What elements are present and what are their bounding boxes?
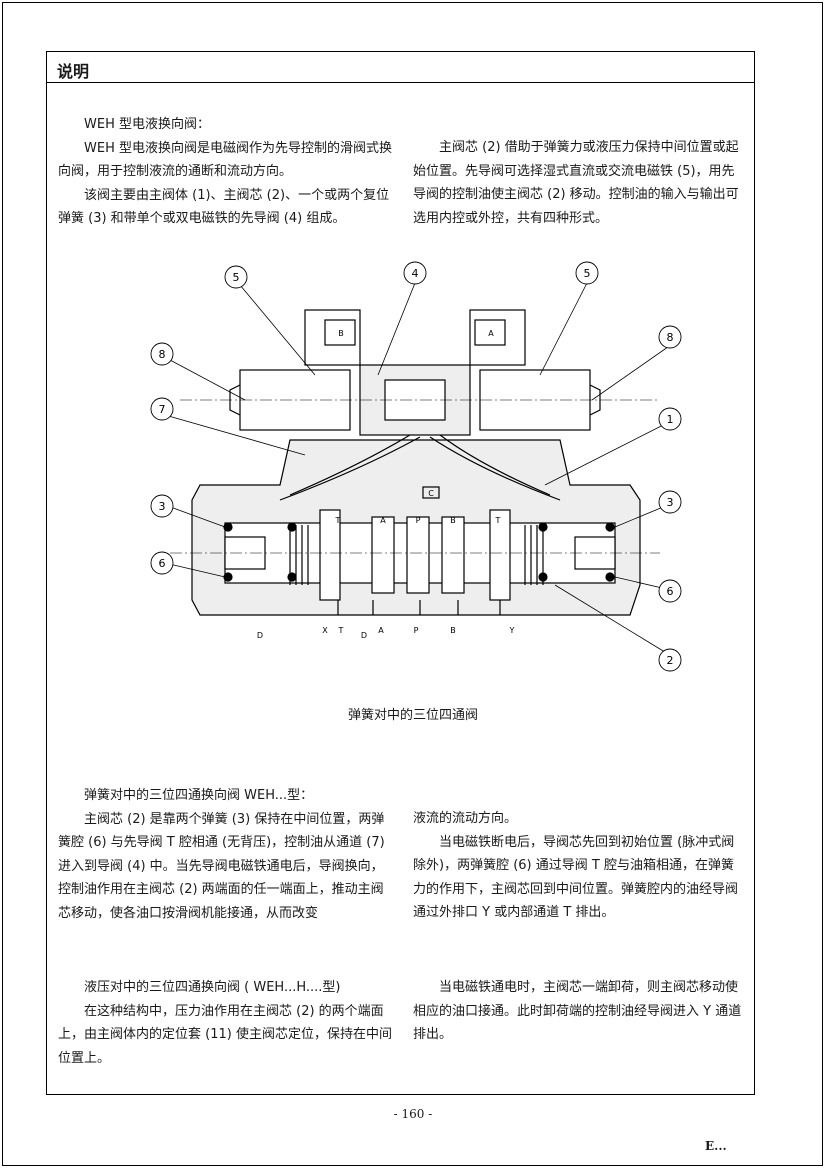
intro-right-column: 主阀芯 (2) 借助于弹簧力或液压力保持中间位置或起始位置。先导阀可选择湿式直流… [413, 136, 743, 230]
chamber-label-p: P [416, 516, 421, 525]
header-bar: 说明 [47, 52, 754, 83]
callout-4: 4 [412, 267, 419, 280]
port-label-y: Y [509, 626, 515, 635]
chamber-label-a: A [380, 516, 386, 525]
intro-left-paragraph-1: WEH 型电液换向阀是电磁阀作为先导控制的滑阀式换向阀，用于控制液流的通断和流动… [58, 140, 392, 180]
solenoid-label-b: B [338, 329, 344, 338]
hydraulic-right-column: 当电磁铁通电时，主阀芯一端卸荷，则主阀芯移动使相应的油口接通。此时卸荷端的控制油… [413, 976, 743, 1047]
spring-left-column: 弹簧对中的三位四通换向阀 WEH...型： 主阀芯 (2) 是靠两个弹簧 (3)… [58, 784, 392, 925]
chamber-label-t-right: T [495, 516, 501, 525]
content-frame: 说明 [46, 51, 755, 1095]
hydraulic-right-paragraph-1: 当电磁铁通电时，主阀芯一端卸荷，则主阀芯移动使相应的油口接通。此时卸荷端的控制油… [413, 980, 742, 1042]
diagram-caption: 弹簧对中的三位四通阀 [347, 708, 478, 723]
page-number: - 160 - [393, 1107, 433, 1121]
spring-right-paragraph-2: 当电磁铁断电后，导阀芯先回到初始位置 (脉冲式阀除外)，两弹簧腔 (6) 通过导… [413, 834, 739, 921]
intro-right-paragraph-1: 主阀芯 (2) 借助于弹簧力或液压力保持中间位置或起始位置。先导阀可选择湿式直流… [413, 140, 739, 226]
intro-heading: WEH 型电液换向阀： [84, 117, 210, 132]
callout-8-right: 8 [667, 331, 674, 344]
intro-left-column: WEH 型电液换向阀： WEH 型电液换向阀是电磁阀作为先导控制的滑阀式换向阀，… [58, 113, 392, 231]
callout-1: 1 [667, 413, 674, 426]
hydraulic-heading: 液压对中的三位四通换向阀 ( WEH...H....型) [84, 980, 341, 995]
chamber-label-t-left: T [335, 516, 341, 525]
spring-left-paragraph-1: 主阀芯 (2) 是靠两个弹簧 (3) 保持在中间位置，两弹簧腔 (6) 与先导阀… [58, 811, 385, 921]
hydraulic-left-paragraph-1: 在这种结构中，压力油作用在主阀芯 (2) 的两个端面上，由主阀体内的定位套 (1… [58, 1003, 392, 1066]
port-label-d-right: D [361, 631, 367, 640]
callout-5-right: 5 [584, 267, 591, 280]
corner-mark: E... [705, 1139, 727, 1153]
valve-cross-section-diagram: 5 4 5 8 8 7 1 3 3 6 6 2 B A T A P B T C … [150, 261, 682, 672]
callout-7: 7 [159, 403, 166, 416]
spring-right-column: 液流的流动方向。 当电磁铁断电后，导阀芯先回到初始位置 (脉冲式阀除外)，两弹簧… [413, 807, 743, 925]
spring-heading: 弹簧对中的三位四通换向阀 WEH...型： [84, 788, 314, 803]
intro-left-paragraph-2: 该阀主要由主阀体 (1)、主阀芯 (2)、一个或两个复位弹簧 (3) 和带单个或… [58, 187, 390, 227]
port-label-d-left: D [257, 631, 263, 640]
port-label-t: T [338, 626, 344, 635]
channel-label-c: C [428, 489, 434, 498]
section-title: 说明 [57, 62, 90, 81]
spring-right-paragraph-1: 液流的流动方向。 [413, 811, 518, 826]
callout-2: 2 [667, 654, 674, 667]
chamber-label-b: B [450, 516, 456, 525]
callout-8-left: 8 [159, 348, 166, 361]
callout-6-left: 6 [159, 557, 166, 570]
solenoid-label-a: A [488, 329, 494, 338]
hydraulic-left-column: 液压对中的三位四通换向阀 ( WEH...H....型) 在这种结构中，压力油作… [58, 976, 392, 1070]
callout-3-left: 3 [159, 500, 166, 513]
port-label-a: A [378, 626, 384, 635]
callout-3-right: 3 [667, 496, 674, 509]
port-label-b: B [450, 626, 456, 635]
port-label-x: X [322, 626, 328, 635]
callout-6-right: 6 [667, 585, 674, 598]
callout-5-left: 5 [233, 271, 240, 284]
port-label-p: P [414, 626, 419, 635]
